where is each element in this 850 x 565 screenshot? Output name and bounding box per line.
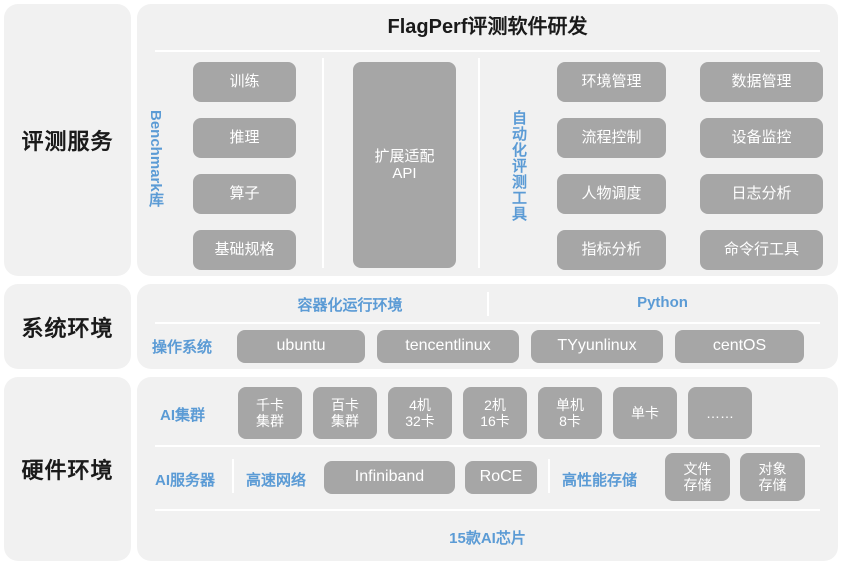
system-divider	[155, 322, 820, 324]
chip-metric-analysis[interactable]: 指标分析	[557, 230, 666, 270]
chip-4node-32card[interactable]: 4机 32卡	[388, 387, 452, 439]
chip-process-control[interactable]: 流程控制	[557, 118, 666, 158]
chip-ubuntu[interactable]: ubuntu	[237, 330, 365, 363]
hardware-column-divider-2	[548, 459, 550, 493]
chip-data-management[interactable]: 数据管理	[700, 62, 823, 102]
hardware-divider-2	[155, 509, 820, 511]
chip-device-monitor[interactable]: 设备监控	[700, 118, 823, 158]
ai-cluster-label: AI集群	[160, 407, 206, 424]
storage-chip-row: 文件 存储 对象 存储	[665, 453, 805, 501]
chip-hundred-card-cluster[interactable]: 百卡 集群	[313, 387, 377, 439]
chip-file-storage[interactable]: 文件 存储	[665, 453, 730, 501]
chip-single-card[interactable]: 单卡	[613, 387, 677, 439]
high-performance-storage-label: 高性能存储	[562, 472, 638, 489]
hardware-divider-1	[155, 445, 820, 447]
python-label: Python	[637, 294, 688, 311]
section-label-system: 系统环境	[4, 284, 131, 369]
system-header-divider	[487, 292, 489, 316]
column-divider-2	[478, 58, 480, 268]
chip-training[interactable]: 训练	[193, 62, 296, 102]
chip-infiniband[interactable]: Infiniband	[324, 461, 455, 494]
chip-inference[interactable]: 推理	[193, 118, 296, 158]
chip-task-scheduling[interactable]: 人物调度	[557, 174, 666, 214]
chip-tyyunlinux[interactable]: TYyunlinux	[531, 330, 663, 363]
chip-centos[interactable]: centOS	[675, 330, 804, 363]
chip-object-storage[interactable]: 对象 存储	[740, 453, 805, 501]
network-chip-row: Infiniband RoCE	[324, 461, 537, 494]
ai-server-label: AI服务器	[155, 472, 216, 489]
column-divider-1	[322, 58, 324, 268]
high-speed-network-label: 高速网络	[246, 472, 307, 489]
tools-column-a: 环境管理 流程控制 人物调度 指标分析	[557, 62, 666, 286]
tools-column-b: 数据管理 设备监控 日志分析 命令行工具	[700, 62, 823, 286]
chip-2node-16card[interactable]: 2机 16卡	[463, 387, 527, 439]
chip-env-management[interactable]: 环境管理	[557, 62, 666, 102]
chip-kilo-card-cluster[interactable]: 千卡 集群	[238, 387, 302, 439]
title-divider	[155, 50, 820, 52]
chip-tencentlinux[interactable]: tencentlinux	[377, 330, 519, 363]
automation-tools-label: 自动化评测工具	[510, 110, 527, 222]
chip-operator[interactable]: 算子	[193, 174, 296, 214]
evaluation-title: FlagPerf评测软件研发	[387, 16, 588, 38]
container-runtime-label: 容器化运行环境	[297, 297, 403, 314]
cluster-chip-row: 千卡 集群 百卡 集群 4机 32卡 2机 16卡 单机 8卡 单卡 ……	[238, 387, 752, 439]
benchmark-library-label: Benchmark库	[147, 110, 164, 207]
section-label-hardware: 硬件环境	[4, 377, 131, 561]
section-label-evaluation: 评测服务	[4, 4, 131, 276]
os-label: 操作系统	[152, 339, 213, 356]
ai-chips-label: 15款AI芯片	[449, 530, 526, 547]
chip-ellipsis[interactable]: ……	[688, 387, 752, 439]
chip-roce[interactable]: RoCE	[465, 461, 537, 494]
benchmark-items-column: 训练 推理 算子 基础规格	[193, 62, 296, 286]
chip-adaptation-api[interactable]: 扩展适配 API	[353, 62, 456, 268]
os-chip-row: ubuntu tencentlinux TYyunlinux centOS	[237, 330, 804, 363]
chip-base-spec[interactable]: 基础规格	[193, 230, 296, 270]
chip-cli-tool[interactable]: 命令行工具	[700, 230, 823, 270]
hardware-column-divider-1	[232, 459, 234, 493]
chip-1node-8card[interactable]: 单机 8卡	[538, 387, 602, 439]
chip-log-analysis[interactable]: 日志分析	[700, 174, 823, 214]
